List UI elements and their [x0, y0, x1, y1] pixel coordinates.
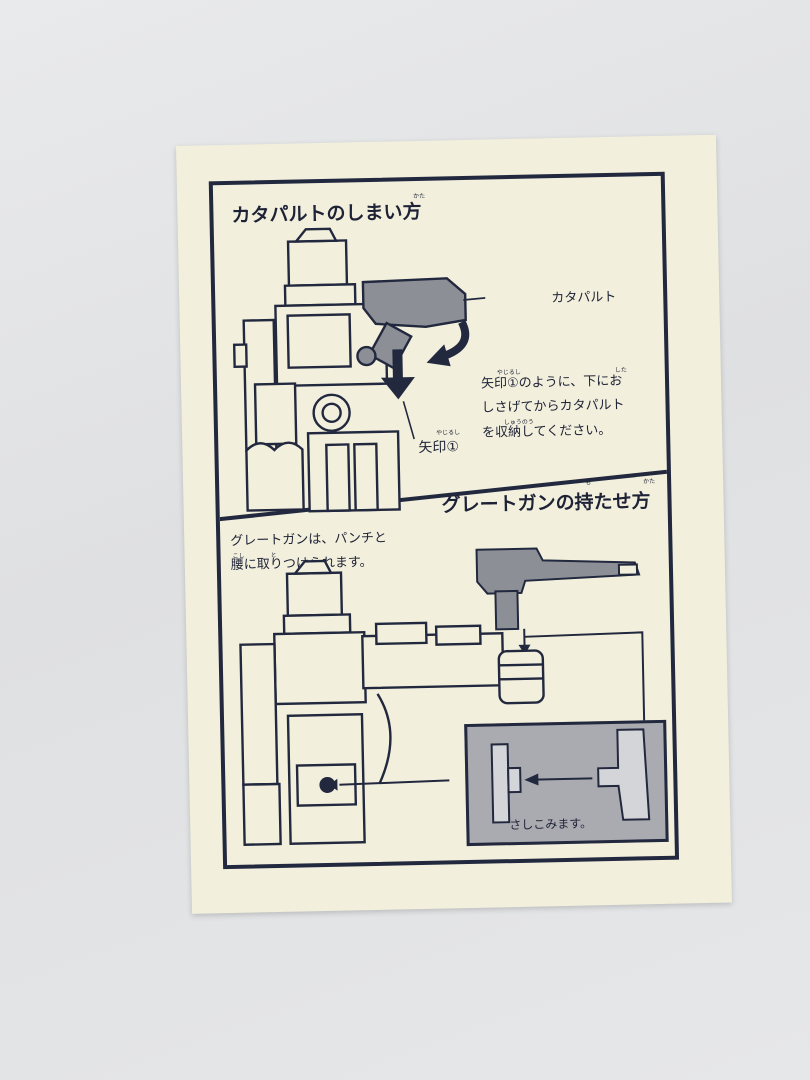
title2-ruby-kata: かた	[643, 478, 656, 486]
instruction-frame: かた カタパルトのしまい方 カタパルト やじるし した 矢印①のように、下にお …	[208, 171, 680, 870]
inset-caption: さしこみます。	[509, 816, 593, 833]
section-divider	[219, 469, 668, 522]
section1-instruction-1: 矢印①のように、下にお	[480, 373, 623, 392]
title2-ruby-mo: も	[585, 479, 592, 487]
inset-detail-box: さしこみます。	[464, 719, 669, 847]
section1-instruction-2: しさげてからカタパルト	[481, 397, 625, 416]
section1-instruction-3: を収納してください。	[481, 422, 612, 441]
instruction-sheet: かた カタパルトのしまい方 カタパルト やじるし した 矢印①のように、下にお …	[176, 134, 732, 914]
section2-title: グレートガンの持たせ方	[441, 490, 651, 517]
catapult-part-label: カタパルト	[551, 289, 617, 307]
robot-illustration-catapult	[232, 227, 490, 513]
inset-diagram	[490, 728, 651, 824]
robot-illustration-gun	[239, 547, 647, 846]
